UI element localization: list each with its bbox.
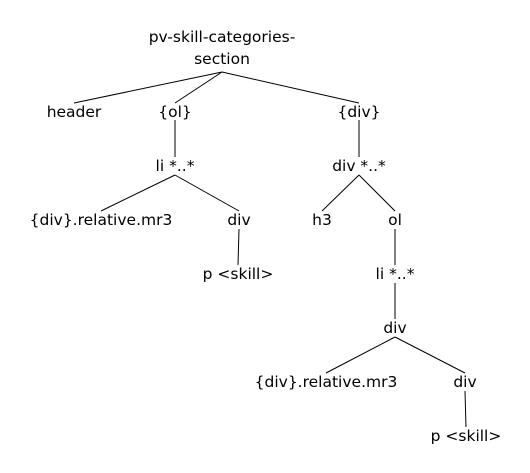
- tree-edge: [394, 336, 466, 374]
- tree-node-label: pv-skill-categories-: [149, 28, 296, 46]
- tree-node-label: header: [47, 103, 102, 121]
- tree-node-divrel2: {div}.relative.mr3: [255, 373, 398, 391]
- tree-edge: [321, 174, 360, 212]
- tree-node-ol2: ol: [388, 211, 402, 229]
- tree-node-label: {div}: [337, 103, 380, 121]
- tree-node-label: {div}.relative.mr3: [30, 211, 173, 229]
- tree-nodes: pv-skill-categories-section header {ol} {di…: [30, 28, 502, 445]
- tree-node-label: div: [383, 319, 406, 337]
- tree-edge: [237, 228, 240, 266]
- tree-node-header: header: [47, 103, 102, 121]
- tree-edges: [73, 71, 467, 428]
- tree-node-label: section: [194, 50, 250, 68]
- tree-edge: [325, 336, 396, 374]
- tree-node-ol1: {ol}: [158, 103, 192, 121]
- tree-node-root: pv-skill-categories-section: [149, 28, 296, 68]
- tree-node-label: p <skill>: [203, 265, 274, 283]
- tree-edge: [221, 71, 360, 104]
- tree-node-label: p <skill>: [431, 427, 502, 445]
- tree-edge: [464, 390, 467, 428]
- tree-edge: [174, 71, 223, 104]
- tree-node-div1: {div}: [337, 103, 380, 121]
- tree-node-div2: div *..*: [332, 157, 386, 175]
- tree-node-label: li *..*: [376, 265, 415, 283]
- tree-node-li2: li *..*: [376, 265, 415, 283]
- tree-edge: [358, 174, 396, 212]
- tree-node-label: div *..*: [332, 157, 386, 175]
- tree-node-label: {div}.relative.mr3: [255, 373, 398, 391]
- tree-node-label: ol: [388, 211, 402, 229]
- tree-node-label: h3: [312, 211, 332, 229]
- tree-node-label: div: [227, 211, 250, 229]
- tree-node-label: li *..*: [156, 157, 195, 175]
- tree-node-p1: p <skill>: [203, 265, 274, 283]
- tree-node-label: {ol}: [158, 103, 192, 121]
- tree-node-li1: li *..*: [156, 157, 195, 175]
- tree-node-div3: div: [227, 211, 250, 229]
- tree-edge: [174, 174, 240, 212]
- tree-node-h3: h3: [312, 211, 332, 229]
- tree-node-div4: div: [383, 319, 406, 337]
- tree-node-p2: p <skill>: [431, 427, 502, 445]
- tree-edge: [100, 174, 176, 212]
- tree-edge: [73, 71, 223, 104]
- tree-node-div5: div: [453, 373, 476, 391]
- tree-node-label: div: [453, 373, 476, 391]
- tree-node-divrel1: {div}.relative.mr3: [30, 211, 173, 229]
